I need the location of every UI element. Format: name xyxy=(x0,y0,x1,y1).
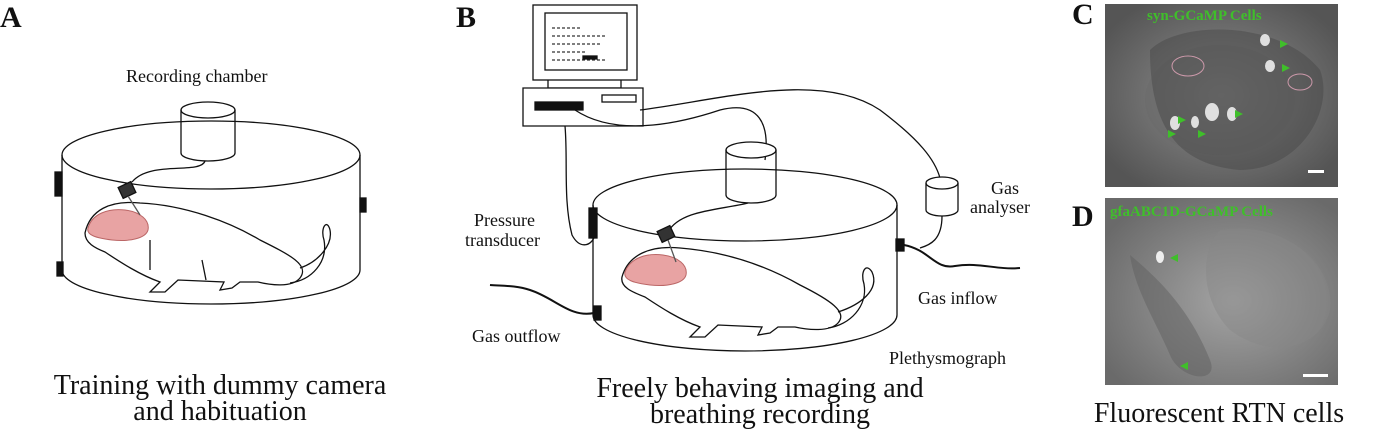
caption-b-line2: breathing recording xyxy=(649,399,871,430)
chamber-b xyxy=(592,168,898,352)
cable-b-camera-inner xyxy=(667,202,749,233)
camera-a xyxy=(117,180,141,216)
gas-inflow-line xyxy=(903,244,1021,270)
micrograph-d xyxy=(1105,198,1338,385)
computer-box xyxy=(522,87,644,127)
panel-d-title: gfaABC1D-GCaMP Cells xyxy=(1110,204,1273,220)
right-caption: Fluorescent RTN cells xyxy=(1093,398,1345,429)
camera-b xyxy=(656,224,677,263)
port-b-pressure xyxy=(588,207,598,239)
gas-analyser-label-line2: analyser xyxy=(970,197,1030,217)
recording-chamber-cylinder-b xyxy=(725,141,777,204)
panel-c-letter: C xyxy=(1072,0,1094,31)
analyser-tube xyxy=(919,215,943,249)
micrograph-c xyxy=(1105,4,1338,187)
panel-a-drawing xyxy=(54,101,367,305)
recording-chamber-cylinder xyxy=(180,101,236,162)
brain-b xyxy=(624,254,687,286)
arrows-c xyxy=(1168,40,1290,138)
caption-b-line1: Freely behaving imaging and xyxy=(596,373,924,404)
port-a-left-bottom xyxy=(56,261,64,277)
port-a-left-top xyxy=(54,171,63,197)
brain-a xyxy=(87,209,149,241)
gas-inflow-label: Gas inflow xyxy=(918,288,998,308)
gas-analyser-device xyxy=(925,176,959,217)
panel-d-letter: D xyxy=(1072,200,1094,233)
cable-b-pressure xyxy=(564,125,596,246)
pressure-label-line1: Pressure xyxy=(474,210,535,230)
panel-b-drawing xyxy=(489,4,1021,352)
panel-a-letter: A xyxy=(0,1,22,34)
gas-analyser-label-line1: Gas xyxy=(991,178,1019,198)
caption-a-line2: and habituation xyxy=(133,396,307,427)
port-b-outflow xyxy=(593,305,602,321)
gas-outflow-line xyxy=(489,284,595,315)
scale-bar-c xyxy=(1308,170,1324,173)
port-b-inflow xyxy=(895,238,905,252)
panel-c-title: syn-GCaMP Cells xyxy=(1147,8,1262,24)
scale-bar-d xyxy=(1303,374,1328,377)
cable-b-analyser xyxy=(639,89,941,179)
gas-outflow-label: Gas outflow xyxy=(472,326,561,346)
cable-a xyxy=(131,160,206,183)
recording-chamber-label: Recording chamber xyxy=(126,66,268,86)
plethysmograph-label: Plethysmograph xyxy=(889,348,1006,368)
port-a-right xyxy=(359,197,367,213)
pressure-label-line2: transducer xyxy=(465,230,540,250)
panel-b-letter: B xyxy=(456,1,477,34)
cable-b-camera xyxy=(574,107,767,161)
computer-monitor xyxy=(532,4,638,89)
arrows-d xyxy=(1170,254,1188,370)
caption-a-line1: Training with dummy camera xyxy=(53,370,387,401)
